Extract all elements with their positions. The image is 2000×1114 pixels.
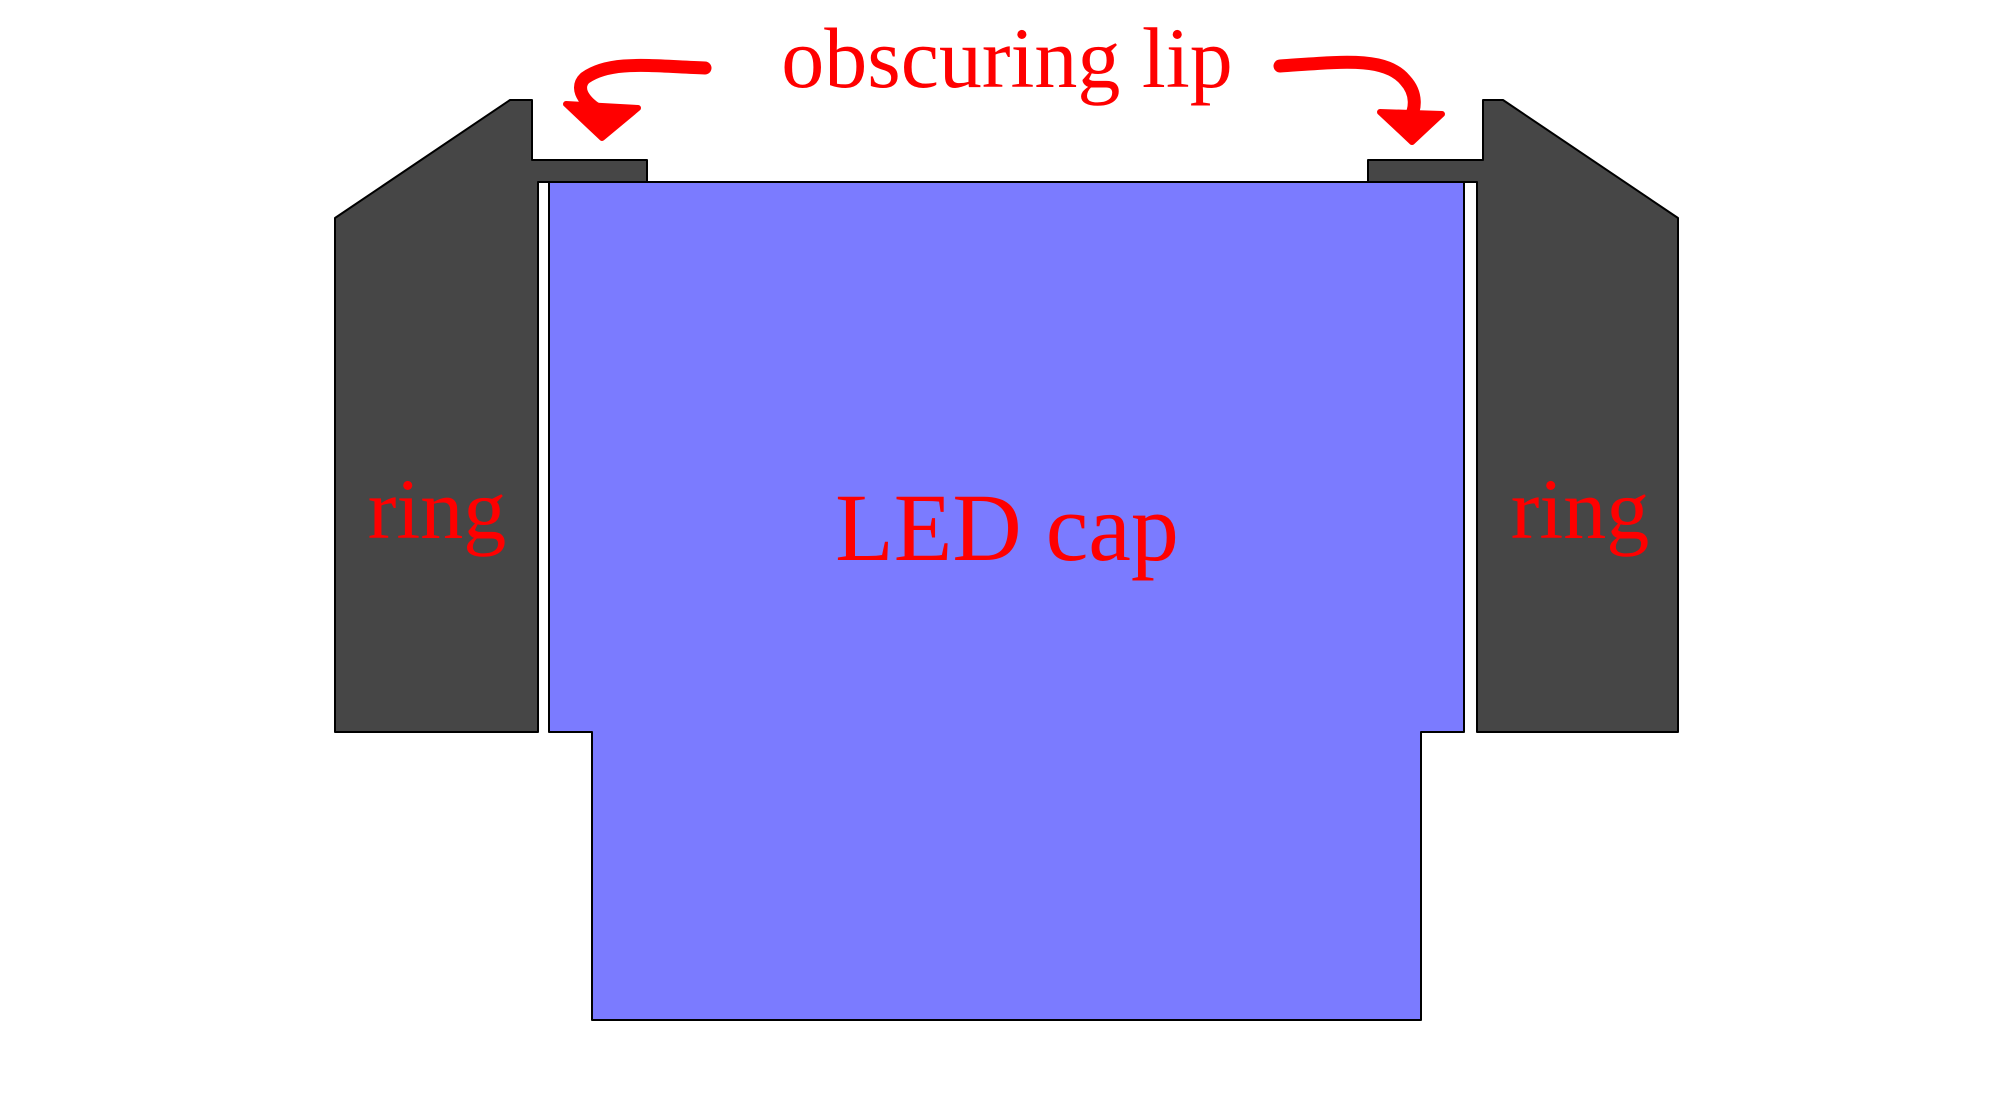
left-ring-label: ring [368, 461, 507, 557]
left-callout-arrow [563, 58, 712, 141]
obscuring-lip-label: obscuring lip [781, 10, 1232, 106]
right-ring [1367, 99, 1679, 733]
left-ring [334, 99, 648, 733]
right-ring-label: ring [1511, 461, 1650, 557]
led-cap-label: LED cap [835, 474, 1179, 581]
right-callout-arrow [1273, 55, 1445, 145]
led-cap [548, 181, 1465, 1021]
